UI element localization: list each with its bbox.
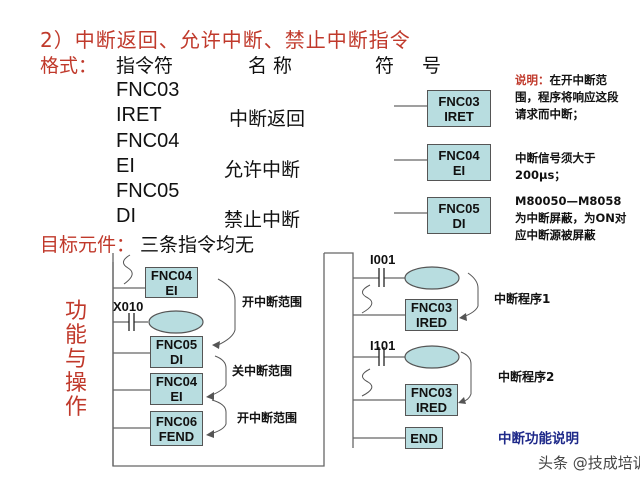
box-code: FNC06 bbox=[155, 413, 198, 429]
symbol-mnemonic: DI bbox=[452, 215, 466, 231]
symbol-mnemonic: IRET bbox=[444, 108, 474, 124]
ladder-box-end: END bbox=[405, 427, 443, 449]
break-mark-icon bbox=[361, 368, 373, 397]
contact-i001-label: I001 bbox=[370, 252, 396, 267]
box-code: FNC04 bbox=[155, 374, 198, 389]
header-name: 名 称 bbox=[248, 55, 293, 77]
routine-label-1: 中断程序1 bbox=[494, 292, 551, 306]
range-bracket-1 bbox=[217, 278, 236, 346]
coil-i101 bbox=[404, 345, 460, 369]
ladder-box-ired-2: FNC03 IRED bbox=[405, 384, 458, 416]
instr-code-fnc05: FNC05 bbox=[116, 180, 180, 202]
routine-label-2: 中断程序2 bbox=[498, 370, 555, 384]
routine-bracket-1 bbox=[462, 272, 479, 318]
instr-name-ei: 允许中断 bbox=[224, 159, 301, 181]
ladder-box-di: FNC05 DI bbox=[150, 336, 203, 368]
routine-bracket-2 bbox=[460, 351, 472, 403]
ladder-box-ired-1: FNC03 IRED bbox=[405, 299, 458, 331]
diagram-caption: 中断功能说明 bbox=[498, 431, 579, 447]
note-3: M80050—M8058为中断屏蔽，为ON对应中断源被屏蔽 bbox=[515, 194, 627, 242]
watermark: 头条 @技成培训 bbox=[538, 454, 640, 472]
box-mnemonic: EI bbox=[165, 282, 178, 298]
instr-code-fnc04: FNC04 bbox=[116, 130, 180, 152]
break-mark-icon bbox=[361, 284, 373, 314]
ladder-box-ei-1: FNC04 EI bbox=[145, 267, 198, 298]
note-2: 中断信号须大于200μs； bbox=[515, 151, 596, 182]
box-code: FNC03 bbox=[410, 385, 453, 400]
symbol-box-di: FNC05 DI bbox=[427, 197, 491, 234]
instr-name-di: 禁止中断 bbox=[224, 209, 301, 231]
arrow-head-icon bbox=[458, 397, 466, 404]
box-mnemonic: IRED bbox=[415, 315, 448, 330]
range-bracket-2 bbox=[209, 355, 227, 397]
target-value: 三条指令均无 bbox=[140, 234, 255, 256]
break-mark-icon bbox=[123, 254, 133, 285]
symbol-code: FNC05 bbox=[438, 200, 480, 216]
range-label-open-1: 开中断范围 bbox=[242, 295, 303, 309]
box-code: FNC04 bbox=[150, 267, 193, 283]
instr-mnemonic-ei: EI bbox=[116, 155, 135, 177]
right-frame-rail bbox=[324, 252, 354, 448]
box-mnemonic: IRED bbox=[415, 400, 448, 415]
box-code: FNC05 bbox=[155, 337, 198, 352]
symbol-mnemonic: EI bbox=[452, 162, 466, 178]
box-code: FNC03 bbox=[410, 300, 453, 315]
coil-i001 bbox=[404, 266, 460, 290]
arrow-head-icon bbox=[459, 313, 467, 321]
note-1: 说明：在开中断范围，程序将响应这段请求而中断； bbox=[515, 72, 627, 123]
instr-code-fnc03: FNC03 bbox=[116, 79, 180, 101]
symbol-box-ei: FNC04 EI bbox=[427, 144, 491, 181]
ladder-box-ei-2: FNC04 EI bbox=[150, 373, 203, 405]
box-mnemonic: EI bbox=[170, 389, 183, 404]
instr-mnemonic-di: DI bbox=[116, 205, 136, 227]
symbol-code: FNC04 bbox=[438, 147, 480, 163]
instr-name-iret: 中断返回 bbox=[229, 108, 306, 130]
box-code: END bbox=[410, 430, 438, 446]
symbol-box-iret: FNC03 IRET bbox=[427, 90, 491, 127]
note-label: 说明： bbox=[515, 73, 550, 87]
range-bracket-3 bbox=[209, 399, 227, 435]
target-label: 目标元件： bbox=[40, 234, 136, 256]
arrow-head-icon bbox=[206, 430, 214, 438]
contact-i101-label: I101 bbox=[370, 338, 396, 353]
page-title: 2）中断返回、允许中断、禁止中断指令 bbox=[40, 28, 411, 52]
header-symbol: 符 号 bbox=[375, 55, 442, 77]
box-mnemonic: FEND bbox=[158, 428, 195, 444]
range-label-open-2: 开中断范围 bbox=[237, 411, 298, 425]
side-label: 功能与操作 bbox=[64, 299, 87, 420]
contact-x010-label: X010 bbox=[113, 299, 144, 314]
ladder-box-fend: FNC06 FEND bbox=[150, 411, 203, 446]
header-mnemonic: 指令符 bbox=[116, 55, 174, 77]
instr-mnemonic-iret: IRET bbox=[116, 104, 162, 126]
coil-x010 bbox=[148, 310, 204, 334]
arrow-head-icon bbox=[212, 341, 220, 349]
box-mnemonic: DI bbox=[170, 352, 183, 367]
format-label: 格式： bbox=[40, 55, 98, 77]
symbol-code: FNC03 bbox=[438, 93, 480, 109]
note-text-1: 在开中断范围，程序将响应这段请求而中断； bbox=[515, 73, 619, 121]
arrow-head-icon bbox=[206, 392, 214, 400]
range-label-closed: 关中断范围 bbox=[232, 364, 293, 378]
